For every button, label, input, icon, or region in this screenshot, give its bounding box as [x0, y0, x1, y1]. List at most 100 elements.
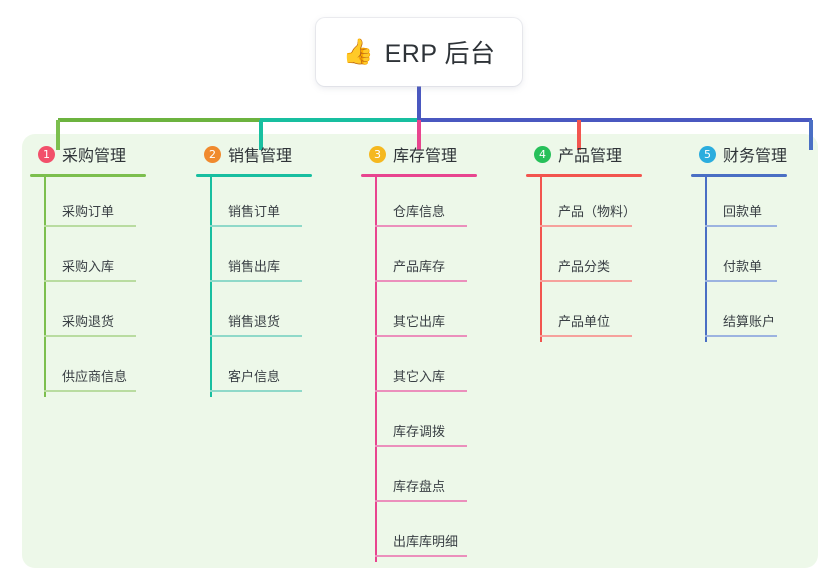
- branch-item-label: 销售订单: [228, 204, 281, 219]
- branch-item-label: 出库库明细: [393, 534, 459, 549]
- branch-underline: [526, 174, 642, 177]
- branch-header-3[interactable]: 3 库存管理: [361, 141, 511, 167]
- branch-header-5[interactable]: 5 财务管理: [691, 141, 821, 167]
- branch-underline: [361, 174, 477, 177]
- branch-title: 产品管理: [558, 148, 623, 165]
- branch-item-underline: [44, 335, 136, 337]
- branch-item-label: 销售退货: [228, 314, 281, 329]
- branch-item[interactable]: 销售订单: [196, 177, 346, 232]
- branch-item-label: 采购入库: [62, 259, 115, 274]
- branch-item[interactable]: 产品库存: [361, 232, 511, 287]
- branch-title: 财务管理: [723, 148, 788, 165]
- branch-item-list: 回款单付款单结算账户: [691, 177, 821, 342]
- branch-spine: [375, 177, 377, 562]
- branch-item-underline: [540, 225, 632, 227]
- branch-item[interactable]: 其它出库: [361, 287, 511, 342]
- branch-spine: [44, 177, 46, 397]
- branch-item[interactable]: 付款单: [691, 232, 821, 287]
- branch-item-label: 产品分类: [558, 259, 611, 274]
- branch-item-underline: [540, 335, 632, 337]
- branch-item[interactable]: 库存盘点: [361, 452, 511, 507]
- branch-item-label: 回款单: [723, 204, 763, 219]
- branch-column-4: 4 产品管理产品（物料） 产品分类产品单位: [526, 141, 676, 342]
- branch-underline: [30, 174, 146, 177]
- branch-item[interactable]: 其它入库: [361, 342, 511, 397]
- branch-item-label: 其它入库: [393, 369, 446, 384]
- branch-item-label: 采购订单: [62, 204, 115, 219]
- thumbs-up-icon: 👍: [342, 37, 374, 66]
- branch-header-4[interactable]: 4 产品管理: [526, 141, 676, 167]
- branch-column-2: 2 销售管理销售订单销售出库销售退货客户信息: [196, 141, 346, 397]
- branch-item-underline: [375, 335, 467, 337]
- branch-number-badge: 3: [369, 145, 386, 163]
- branch-header-1[interactable]: 1 采购管理: [30, 141, 180, 167]
- branch-item-label: 库存盘点: [393, 479, 446, 494]
- branch-item[interactable]: 产品分类: [526, 232, 676, 287]
- branch-item-label: 产品（物料）: [558, 204, 637, 219]
- branch-title: 销售管理: [228, 148, 293, 165]
- branch-item-label: 销售出库: [228, 259, 281, 274]
- branch-column-1: 1 采购管理采购订单采购入库采购退货供应商信息: [30, 141, 180, 397]
- branch-item-underline: [375, 225, 467, 227]
- branch-item-underline: [705, 335, 777, 337]
- branch-item-underline: [375, 445, 467, 447]
- branch-title: 采购管理: [62, 148, 127, 165]
- branch-item-underline: [375, 390, 467, 392]
- branch-spine: [540, 177, 542, 342]
- branch-item-label: 库存调拨: [393, 424, 446, 439]
- root-title: ERP 后台: [384, 40, 496, 68]
- branch-underline: [196, 174, 312, 177]
- branch-item-list: 产品（物料） 产品分类产品单位: [526, 177, 676, 342]
- branch-item[interactable]: 销售退货: [196, 287, 346, 342]
- branch-item-label: 其它出库: [393, 314, 446, 329]
- branch-item-underline: [44, 225, 136, 227]
- branch-item-underline: [210, 390, 302, 392]
- branch-item[interactable]: 采购入库: [30, 232, 180, 287]
- branch-item-list: 采购订单采购入库采购退货供应商信息: [30, 177, 180, 397]
- branch-item[interactable]: 结算账户: [691, 287, 821, 342]
- branch-item[interactable]: 仓库信息: [361, 177, 511, 232]
- branch-item-list: 销售订单销售出库销售退货客户信息: [196, 177, 346, 397]
- branch-item-underline: [540, 280, 632, 282]
- branch-item[interactable]: 客户信息: [196, 342, 346, 397]
- root-node-content: 👍 ERP 后台: [342, 34, 495, 70]
- branch-item-list: 仓库信息产品库存其它出库其它入库库存调拨库存盘点出库库明细: [361, 177, 511, 562]
- branch-spine: [705, 177, 707, 342]
- branch-item-underline: [44, 280, 136, 282]
- branch-title: 库存管理: [393, 148, 458, 165]
- branch-item-label: 付款单: [723, 259, 763, 274]
- branch-item[interactable]: 销售出库: [196, 232, 346, 287]
- branch-item-underline: [705, 280, 777, 282]
- branch-item-underline: [375, 555, 467, 557]
- branch-item[interactable]: 产品（物料）: [526, 177, 676, 232]
- branch-item-underline: [375, 500, 467, 502]
- branch-number-badge: 1: [38, 145, 55, 163]
- branch-item-label: 供应商信息: [62, 369, 128, 384]
- branch-underline: [691, 174, 787, 177]
- branch-number-badge: 5: [699, 145, 716, 163]
- branch-item-underline: [210, 335, 302, 337]
- root-node[interactable]: 👍 ERP 后台: [316, 18, 522, 86]
- branch-item-label: 客户信息: [228, 369, 281, 384]
- branch-item-label: 仓库信息: [393, 204, 446, 219]
- branch-number-badge: 4: [534, 145, 551, 163]
- branch-item[interactable]: 库存调拨: [361, 397, 511, 452]
- branch-item-label: 产品库存: [393, 259, 446, 274]
- branch-item-underline: [210, 225, 302, 227]
- branch-item-underline: [375, 280, 467, 282]
- branch-item[interactable]: 采购订单: [30, 177, 180, 232]
- branch-item-label: 结算账户: [723, 314, 776, 329]
- branch-item[interactable]: 采购退货: [30, 287, 180, 342]
- branch-number-badge: 2: [204, 145, 221, 163]
- branch-header-2[interactable]: 2 销售管理: [196, 141, 346, 167]
- branch-item[interactable]: 回款单: [691, 177, 821, 232]
- branch-item[interactable]: 供应商信息: [30, 342, 180, 397]
- branch-spine: [210, 177, 212, 397]
- branch-item[interactable]: 产品单位: [526, 287, 676, 342]
- branch-item[interactable]: 出库库明细: [361, 507, 511, 562]
- branch-item-label: 采购退货: [62, 314, 115, 329]
- branch-item-underline: [705, 225, 777, 227]
- branch-column-3: 3 库存管理仓库信息产品库存其它出库其它入库库存调拨库存盘点出库库明细: [361, 141, 511, 562]
- branch-column-5: 5 财务管理回款单付款单结算账户: [691, 141, 821, 342]
